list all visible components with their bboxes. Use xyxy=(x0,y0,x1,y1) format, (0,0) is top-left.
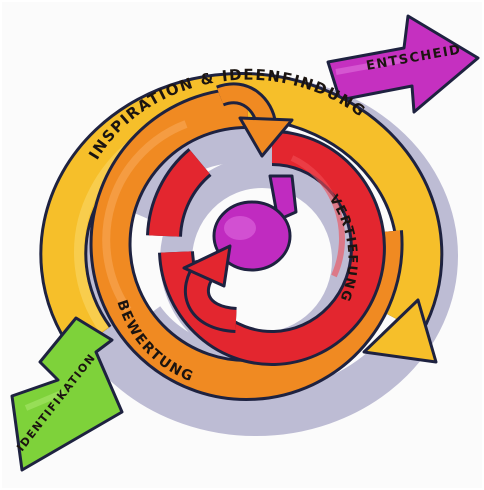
inner-down-arrow xyxy=(216,82,294,158)
identifikation-arrow xyxy=(10,316,124,472)
magenta-core xyxy=(212,174,298,272)
core-arrow xyxy=(182,244,238,333)
entscheid-arrow xyxy=(326,14,480,114)
